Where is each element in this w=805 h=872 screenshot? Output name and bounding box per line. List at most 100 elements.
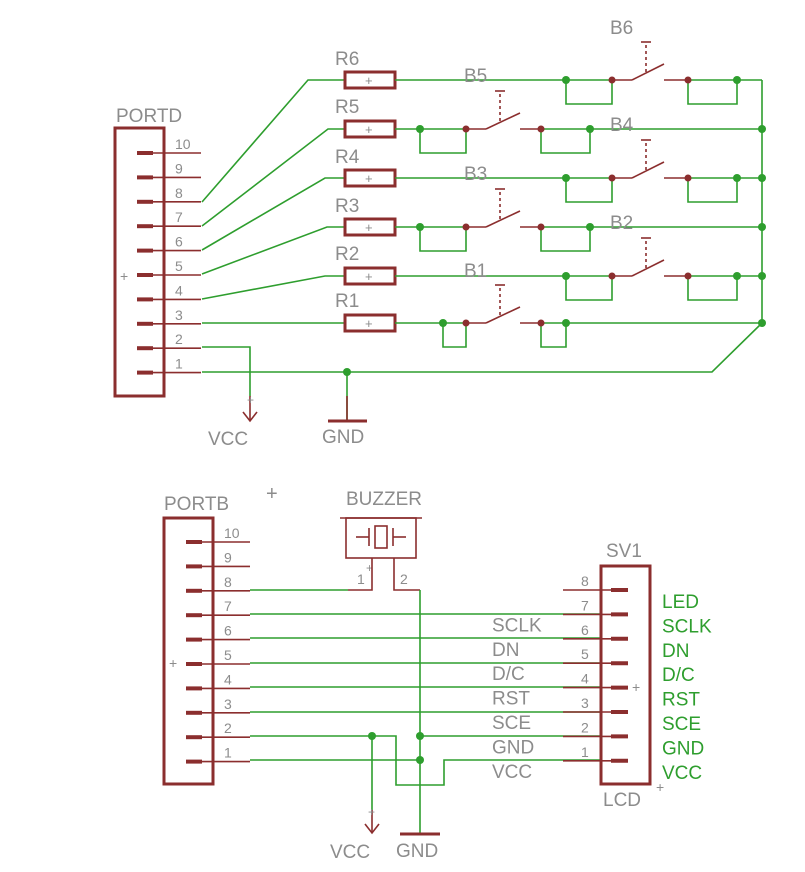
- vcc-bottom-label: VCC: [330, 842, 370, 863]
- lcd-net-label: D/C: [662, 665, 695, 686]
- resistor-r1: + R1: [335, 291, 397, 333]
- resistor-group: + R6 + R5 + R4 + R3 + R2 + R1: [335, 49, 397, 333]
- portb-label: PORTB: [164, 494, 229, 515]
- lcd-pin-1-number: 1: [581, 744, 589, 760]
- svg-text:+: +: [656, 779, 664, 795]
- pushbutton-b1: B1: [462, 261, 545, 327]
- portb-pin-7-number: 7: [224, 598, 232, 614]
- portb-pin-3-number: 3: [224, 696, 232, 712]
- b4-label: B4: [610, 115, 634, 136]
- portb-pin-10-number: 10: [224, 525, 240, 541]
- b3-label: B3: [464, 164, 487, 185]
- vcc-top-label: VCC: [208, 429, 248, 450]
- wire-portb2-vcc: [250, 735, 373, 810]
- svg-text:+: +: [365, 73, 373, 88]
- portd-pin-8-number: 8: [175, 185, 183, 201]
- svg-text:+: +: [368, 805, 375, 819]
- lcd-inner-label: SCLK: [492, 615, 542, 636]
- r1-label: R1: [335, 291, 359, 312]
- gnd-top-label: GND: [322, 427, 364, 448]
- wire-portd6-r4: [201, 177, 345, 251]
- portd-pin-1-number: 1: [175, 356, 183, 372]
- vcc-symbol-top: + VCC: [208, 393, 258, 450]
- resistor-r6: + R6: [335, 49, 397, 90]
- wire-vcc-lcd: [372, 735, 600, 786]
- buzzer-label: BUZZER: [346, 489, 422, 510]
- wire-portd4-r2: [201, 275, 345, 300]
- buzzer: BUZZER + 1 2: [340, 489, 422, 591]
- lcd-inner-label: SCE: [492, 713, 531, 734]
- lcd-value: LCD: [603, 790, 641, 811]
- svg-text:+: +: [366, 561, 373, 575]
- lcd-pin-4-number: 4: [581, 671, 589, 687]
- pushbutton-b4: B4: [608, 115, 692, 182]
- lcd-inner-label: RST: [492, 689, 530, 710]
- lcd-pin-5-number: 5: [581, 646, 589, 662]
- portd-pin-4-number: 4: [175, 282, 183, 298]
- buzzer-pin1: 1: [357, 571, 365, 587]
- lcd-inner-label: DN: [492, 640, 519, 661]
- lcd-inner-label: VCC: [492, 762, 532, 783]
- portb-pin-6-number: 6: [224, 623, 232, 639]
- portd-label: PORTD: [116, 106, 182, 127]
- portb-pin-2-number: 2: [224, 720, 232, 736]
- gnd-symbol-bottom: GND: [396, 832, 440, 862]
- lcd-name: SV1: [606, 541, 642, 562]
- resistor-r5: + R5: [335, 97, 397, 139]
- portd-pin-6-number: 6: [175, 234, 183, 250]
- lcd-inner-label: D/C: [492, 664, 525, 685]
- r2-label: R2: [335, 244, 359, 265]
- b1-label: B1: [464, 261, 487, 282]
- pushbutton-b3: B3: [462, 164, 545, 231]
- portb-wiring: [250, 589, 600, 834]
- lcd-net-label: SCE: [662, 714, 701, 735]
- origin-crosshair: +: [266, 483, 278, 505]
- svg-text:+: +: [632, 679, 640, 695]
- portd-pin-10-number: 10: [175, 136, 191, 152]
- portd-pin-5-number: 5: [175, 258, 183, 274]
- wire-portd5-r3: [201, 226, 345, 275]
- buzzer-pin2: 2: [400, 571, 408, 587]
- svg-text:+: +: [365, 171, 373, 186]
- resistor-r4: + R4: [335, 147, 397, 188]
- svg-text:+: +: [247, 393, 254, 407]
- portd-pin-3-number: 3: [175, 307, 183, 323]
- svg-text:+: +: [169, 655, 177, 671]
- gnd-symbol-top: GND: [322, 396, 367, 448]
- lcd-net-label: GND: [662, 738, 704, 759]
- vcc-symbol-bottom: + VCC: [330, 805, 380, 863]
- lcd-net-label: RST: [662, 690, 700, 711]
- portb-pin-1-number: 1: [224, 745, 232, 761]
- lcd-pin-7-number: 7: [581, 597, 589, 613]
- portb-pin-8-number: 8: [224, 574, 232, 590]
- r6-label: R6: [335, 49, 359, 70]
- pushbutton-b5: B5: [462, 66, 545, 133]
- button-wiring: [395, 79, 762, 348]
- portd-pin-7-number: 7: [175, 209, 183, 225]
- lcd-pin-8-number: 8: [581, 573, 589, 589]
- lcd-net-label: DN: [662, 641, 689, 662]
- lcd-pin-6-number: 6: [581, 622, 589, 638]
- lcd-inner-label: GND: [492, 737, 534, 758]
- b6-label: B6: [610, 18, 633, 39]
- lcd-net-label: SCLK: [662, 616, 712, 637]
- gnd-bottom-label: GND: [396, 841, 438, 862]
- portb-pin-5-number: 5: [224, 647, 232, 663]
- r3-label: R3: [335, 196, 359, 217]
- portd-pin-9-number: 9: [175, 160, 183, 176]
- svg-text:+: +: [365, 316, 373, 331]
- wire-portd7-r5: [201, 128, 345, 227]
- resistor-r3: + R3: [335, 196, 397, 237]
- portb-pin-4-number: 4: [224, 671, 232, 687]
- lcd-net-label: LED: [662, 592, 699, 613]
- svg-text:+: +: [365, 122, 373, 137]
- r4-label: R4: [335, 147, 360, 168]
- r5-label: R5: [335, 97, 359, 118]
- wire-portd2-vcc: [202, 346, 251, 396]
